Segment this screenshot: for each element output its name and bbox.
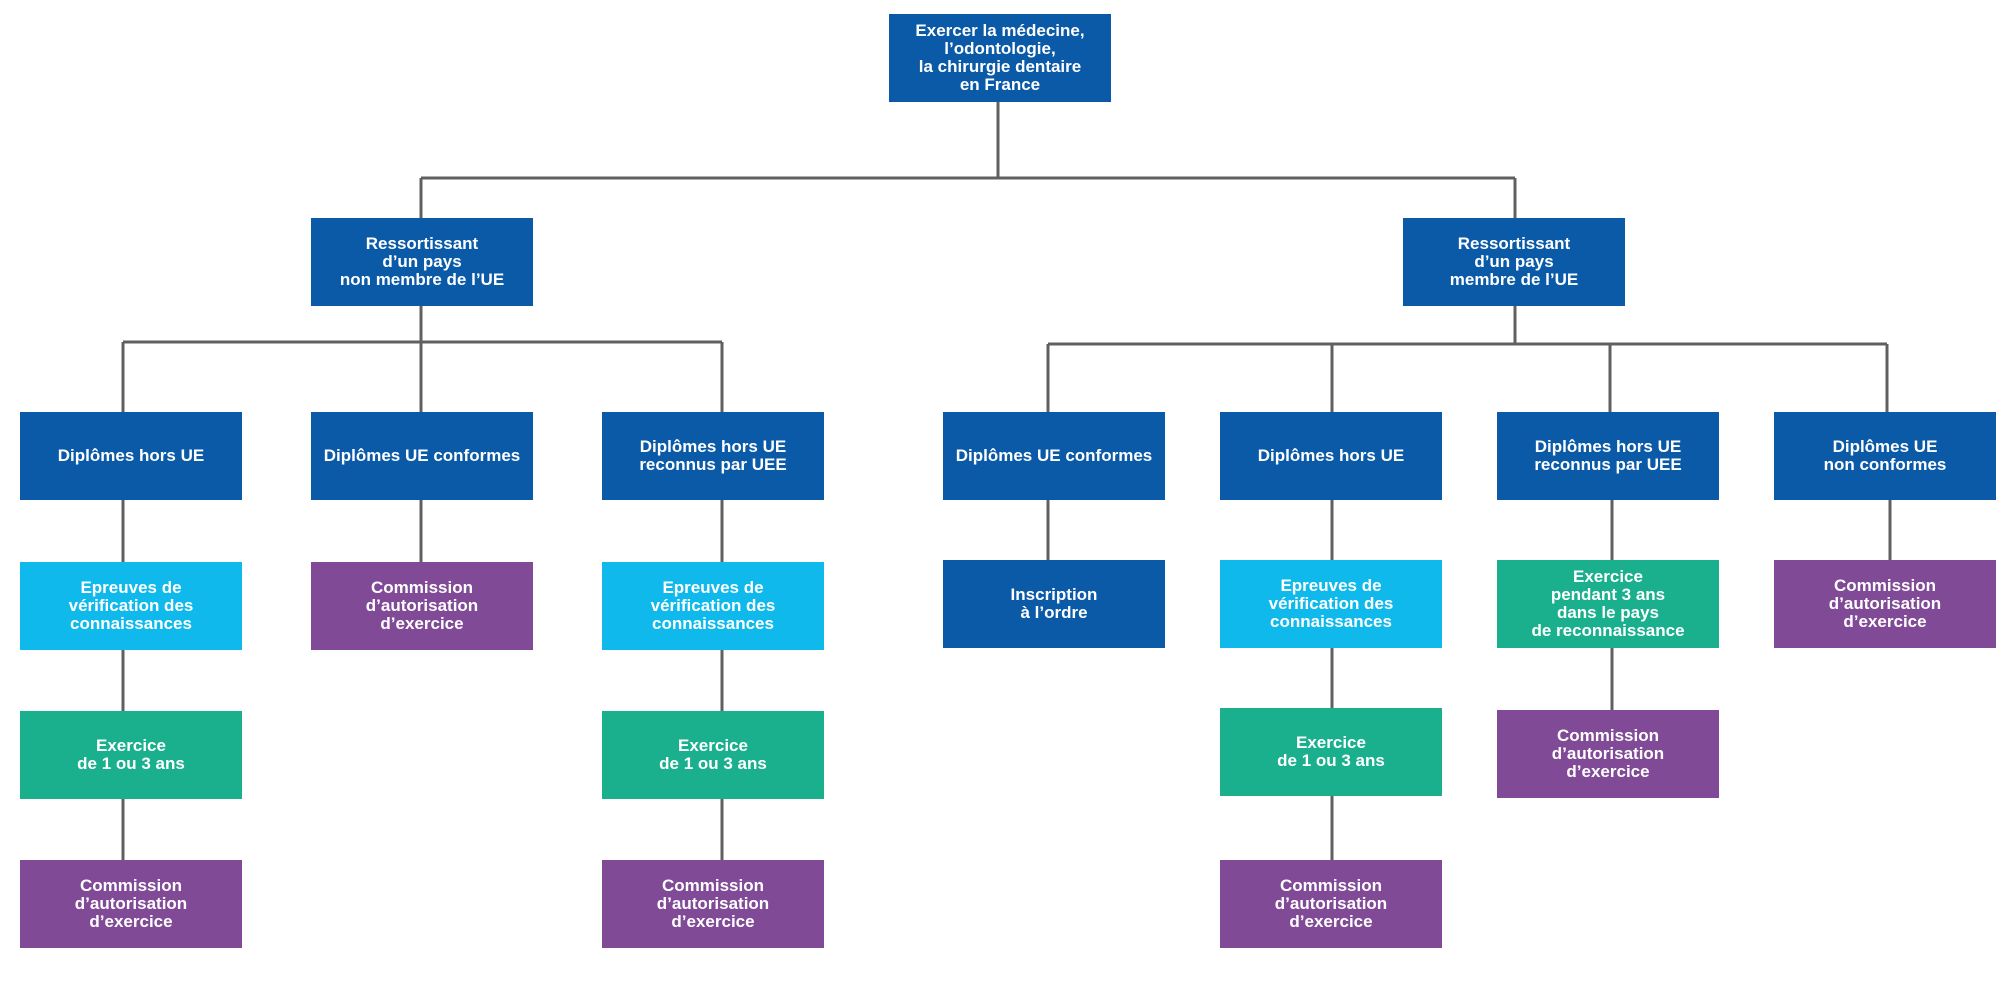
- branch-non-ue-node: Ressortissant d’un pays non membre de l’…: [311, 218, 533, 306]
- nonue-col3-step3: Commission d’autorisation d’exercice: [602, 860, 824, 948]
- root-node: Exercer la médecine, l’odontologie, la c…: [889, 14, 1111, 102]
- ue-col3-step1: Exercice pendant 3 ans dans le pays de r…: [1497, 560, 1719, 648]
- ue-col4-step1: Commission d’autorisation d’exercice: [1774, 560, 1996, 648]
- ue-col2-step1: Epreuves de vérification des connaissanc…: [1220, 560, 1442, 648]
- branch-ue-node: Ressortissant d’un pays membre de l’UE: [1403, 218, 1625, 306]
- nonue-col3-step1: Epreuves de vérification des connaissanc…: [602, 562, 824, 650]
- nonue-col2-head: Diplômes UE conformes: [311, 412, 533, 500]
- nonue-col3-head: Diplômes hors UE reconnus par UEE: [602, 412, 824, 500]
- nonue-col1-step1: Epreuves de vérification des connaissanc…: [20, 562, 242, 650]
- nonue-col1-step2: Exercice de 1 ou 3 ans: [20, 711, 242, 799]
- nonue-col3-step2: Exercice de 1 ou 3 ans: [602, 711, 824, 799]
- ue-col3-head: Diplômes hors UE reconnus par UEE: [1497, 412, 1719, 500]
- ue-col3-step2: Commission d’autorisation d’exercice: [1497, 710, 1719, 798]
- ue-col2-step3: Commission d’autorisation d’exercice: [1220, 860, 1442, 948]
- ue-col1-step1: Inscription à l’ordre: [943, 560, 1165, 648]
- nonue-col2-step1: Commission d’autorisation d’exercice: [311, 562, 533, 650]
- nonue-col1-head: Diplômes hors UE: [20, 412, 242, 500]
- ue-col2-step2: Exercice de 1 ou 3 ans: [1220, 708, 1442, 796]
- ue-col4-head: Diplômes UE non conformes: [1774, 412, 1996, 500]
- ue-col2-head: Diplômes hors UE: [1220, 412, 1442, 500]
- nonue-col1-step3: Commission d’autorisation d’exercice: [20, 860, 242, 948]
- ue-col1-head: Diplômes UE conformes: [943, 412, 1165, 500]
